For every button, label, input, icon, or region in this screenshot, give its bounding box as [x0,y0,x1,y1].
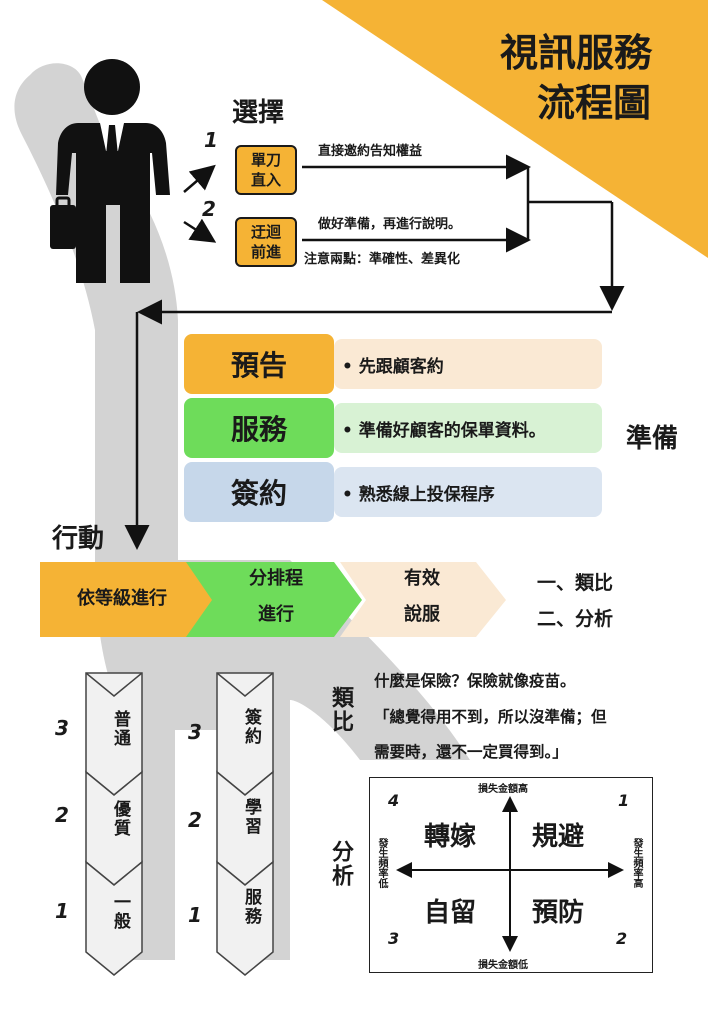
right-level-num-1: 3 [188,720,202,744]
option-2-note-2: 注意兩點：準確性、差異化 [304,252,461,267]
action-seg3-line1: 有效 [404,568,440,589]
action-segment-3 [340,562,506,637]
action-segment-1 [40,562,218,637]
prepare-text-2: • 準備好顧客的保單資料。 [342,420,546,441]
left-level-num-2: 2 [55,803,69,827]
action-segment-2 [186,562,362,637]
quadrant-num-top-right: 1 [618,791,630,810]
prepare-text-3-box: • 熟悉線上投保程序 [334,467,602,517]
quadrant-num-bottom-right: 2 [616,929,628,948]
right-level-num-3: 1 [188,903,202,927]
option-2-note-1: 做好準備，再進行說明。 [318,217,462,232]
analogy-label: 類比 [328,686,353,734]
analysis-label: 分析 [328,840,353,888]
action-chevrons [40,562,506,637]
action-seg2-line1: 分排程 [249,568,303,589]
option-1-line-2: 直入 [250,171,281,189]
option-1-note: 直接邀約告知權益 [318,144,423,159]
prepare-label-2: 服務 [184,398,334,458]
option-2-number: 2 [202,197,216,221]
left-level-text-1: 普通 [110,710,130,748]
axis-bottom-label: 損失金額低 [478,960,528,971]
prepare-label-1: 預告 [184,334,334,394]
prepare-heading: 準備 [626,424,679,454]
action-list-1: 一、類比 [537,572,614,594]
axis-right-label: 發生頻率高 [631,838,642,888]
left-level-num-1: 3 [55,716,69,740]
select-heading: 選擇 [232,98,285,128]
quadrant-bottom-left: 自留 [424,898,477,928]
prepare-label-3: 簽約 [184,462,334,522]
option-2-line-1: 迂迴 [250,223,281,241]
option-2-box: 迂迴 前進 [235,217,297,267]
left-level-text-3: 一般 [110,893,130,931]
action-seg1-text: 依等級進行 [77,588,167,609]
action-heading: 行動 [52,524,105,554]
axis-left-label: 發生頻率低 [376,838,387,888]
right-level-num-2: 2 [188,808,202,832]
quadrant-num-top-left: 4 [388,791,400,810]
right-level-text-2: 學習 [241,798,261,836]
left-level-text-2: 優質 [110,800,130,838]
action-list-2: 二、分析 [537,608,614,630]
analysis-matrix [369,777,653,973]
action-seg2-line2: 進行 [258,604,294,625]
left-chevron-3 [85,860,143,976]
action-seg3-line2: 說服 [404,604,440,625]
title-line-2: 流程圖 [537,81,652,125]
prepare-text-3: • 熟悉線上投保程序 [342,484,495,505]
title-corner-triangle [322,0,708,258]
option-1-number: 1 [204,128,218,152]
giraffe-silhouette [14,63,470,961]
right-chevron-3 [216,860,274,976]
prepare-text-1: • 先跟顧客約 [342,356,444,377]
option-1-line-1: 單刀 [250,151,281,169]
quadrant-num-bottom-left: 3 [388,929,400,948]
option-2-line-2: 前進 [250,243,281,261]
axis-top-label: 損失金額高 [478,784,528,795]
title-line-1: 視訊服務 [500,31,653,75]
right-level-text-3: 服務 [241,888,261,926]
businessman-icon [50,59,170,283]
prepare-text-2-box: • 準備好顧客的保單資料。 [334,403,602,453]
analogy-line-2: 「總覺得用不到，所以沒準備；但 [374,708,607,726]
quadrant-top-right: 規避 [532,822,585,852]
flow-arrows [124,154,625,550]
quadrant-bottom-right: 預防 [532,898,585,928]
right-level-text-1: 簽約 [241,708,261,746]
quadrant-top-left: 轉嫁 [424,822,477,852]
analogy-line-3: 需要時，還不一定買得到。」 [374,743,568,761]
left-level-num-3: 1 [55,899,69,923]
analogy-line-1: 什麼是保險？保險就像疫苗。 [374,672,576,690]
prepare-text-1-box: • 先跟顧客約 [334,339,602,389]
option-1-box: 單刀 直入 [235,145,297,195]
